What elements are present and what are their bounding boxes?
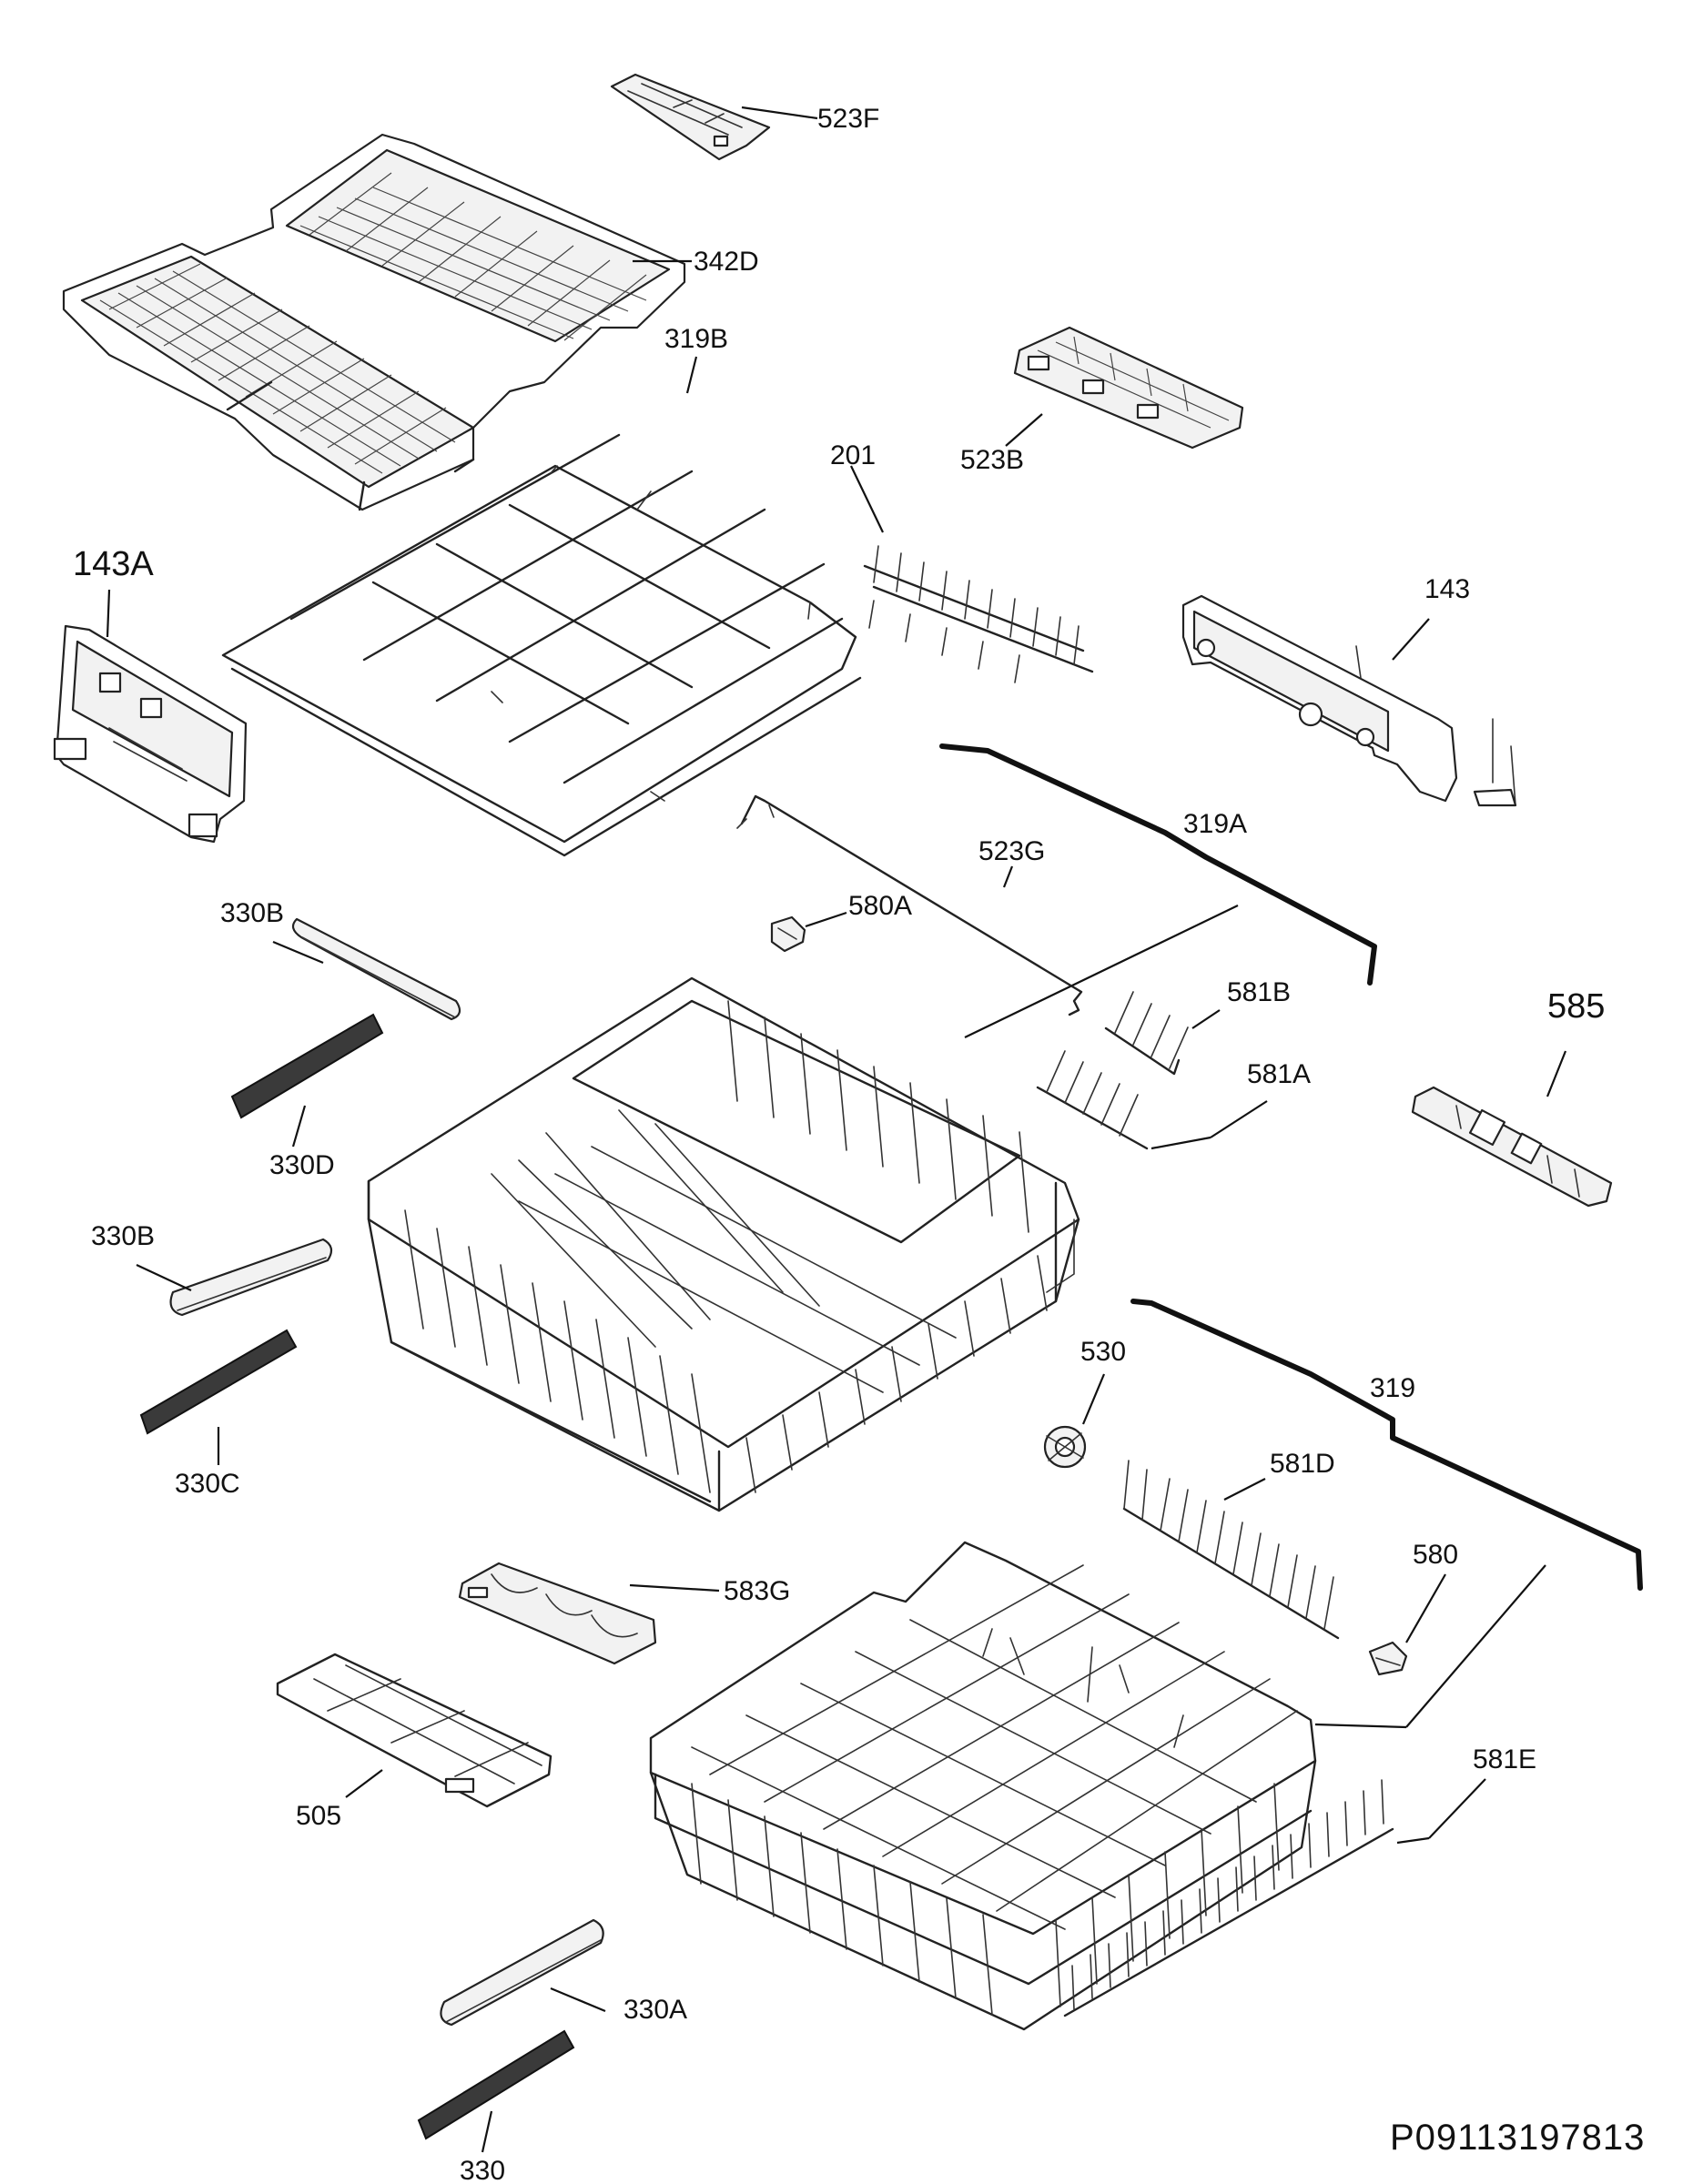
leader-581E-h bbox=[1396, 1836, 1430, 1845]
callout-342D: 342D bbox=[694, 247, 759, 277]
callout-319: 319 bbox=[1370, 1373, 1415, 1403]
callout-581D: 581D bbox=[1270, 1449, 1335, 1479]
leader-523G bbox=[1002, 865, 1014, 888]
callout-581A: 581A bbox=[1247, 1059, 1311, 1089]
callout-319B: 319B bbox=[664, 324, 728, 354]
callout-581B: 581B bbox=[1227, 977, 1291, 1007]
part-319 bbox=[1130, 1299, 1643, 1591]
callout-330C: 330C bbox=[175, 1469, 240, 1499]
part-530 bbox=[1043, 1425, 1087, 1469]
leader-330B-top bbox=[272, 940, 324, 965]
part-201 bbox=[863, 545, 1094, 683]
part-330D bbox=[230, 1013, 384, 1119]
leader-581B bbox=[1191, 1009, 1221, 1029]
leader-330A bbox=[550, 1987, 606, 2013]
part-330 bbox=[417, 2029, 575, 2140]
leader-523B bbox=[1005, 413, 1043, 447]
callout-330B-top: 330B bbox=[220, 898, 284, 928]
part-581E bbox=[1063, 1779, 1394, 2017]
leader-319-tail bbox=[1314, 1723, 1407, 1729]
callout-523F: 523F bbox=[817, 104, 879, 134]
part-330A bbox=[440, 1918, 604, 2027]
callout-143A: 143A bbox=[73, 545, 154, 583]
callout-583G: 583G bbox=[724, 1576, 790, 1606]
leader-581E-d bbox=[1428, 1778, 1486, 1839]
part-319B bbox=[221, 433, 862, 857]
leader-583G bbox=[629, 1583, 720, 1592]
part-523G bbox=[736, 794, 1083, 1016]
leader-330B-mid bbox=[136, 1264, 192, 1291]
callout-201: 201 bbox=[830, 440, 876, 470]
part-585 bbox=[1411, 1086, 1613, 1208]
part-580A bbox=[770, 915, 806, 953]
callout-581E: 581E bbox=[1473, 1744, 1536, 1774]
part-505 bbox=[276, 1653, 552, 1808]
leader-581A-d bbox=[1210, 1100, 1268, 1138]
leader-143 bbox=[1392, 618, 1430, 661]
leader-581D bbox=[1223, 1478, 1266, 1501]
part-581B bbox=[1104, 991, 1189, 1076]
part-upper-basket bbox=[367, 976, 1080, 1512]
callout-585: 585 bbox=[1547, 987, 1605, 1026]
part-319A bbox=[939, 743, 1377, 986]
callout-580: 580 bbox=[1413, 1540, 1458, 1570]
callout-330B-mid: 330B bbox=[91, 1221, 155, 1251]
leader-330D bbox=[291, 1105, 307, 1148]
part-581D bbox=[1122, 1460, 1340, 1640]
part-342D bbox=[62, 133, 686, 511]
callout-330: 330 bbox=[460, 2156, 505, 2184]
part-581A bbox=[1036, 1050, 1149, 1150]
leader-319 bbox=[1405, 1564, 1546, 1728]
callout-580A: 580A bbox=[848, 891, 912, 921]
part-330C bbox=[139, 1329, 298, 1435]
leader-581A-h bbox=[1151, 1136, 1211, 1150]
callout-143: 143 bbox=[1424, 574, 1470, 604]
callout-330D: 330D bbox=[269, 1150, 335, 1180]
leader-580 bbox=[1405, 1573, 1446, 1643]
part-lower-basket bbox=[649, 1541, 1317, 2031]
callout-530: 530 bbox=[1080, 1337, 1126, 1367]
leader-585 bbox=[1546, 1050, 1567, 1097]
leader-505 bbox=[345, 1769, 383, 1798]
leader-319B bbox=[685, 356, 698, 394]
callout-523G: 523G bbox=[978, 836, 1045, 866]
part-523F bbox=[610, 73, 771, 161]
leader-143A bbox=[106, 589, 111, 638]
part-330B-mid bbox=[169, 1238, 333, 1317]
leader-523F bbox=[741, 106, 818, 120]
leader-201 bbox=[850, 465, 884, 533]
leader-530 bbox=[1081, 1373, 1106, 1425]
part-580 bbox=[1368, 1641, 1408, 1676]
leader-580A bbox=[805, 911, 847, 928]
part-143 bbox=[1181, 594, 1517, 807]
leader-330 bbox=[481, 2110, 493, 2153]
callout-330A: 330A bbox=[623, 1995, 687, 2025]
leader-319A bbox=[964, 905, 1239, 1038]
part-330B-top bbox=[291, 917, 461, 1021]
part-143A bbox=[53, 624, 248, 844]
part-583G bbox=[458, 1562, 657, 1665]
document-number: P09113197813 bbox=[1390, 2118, 1645, 2158]
part-523B bbox=[1013, 326, 1244, 450]
callout-505: 505 bbox=[296, 1801, 341, 1831]
callout-523B: 523B bbox=[960, 445, 1024, 475]
callout-319A: 319A bbox=[1183, 809, 1247, 839]
